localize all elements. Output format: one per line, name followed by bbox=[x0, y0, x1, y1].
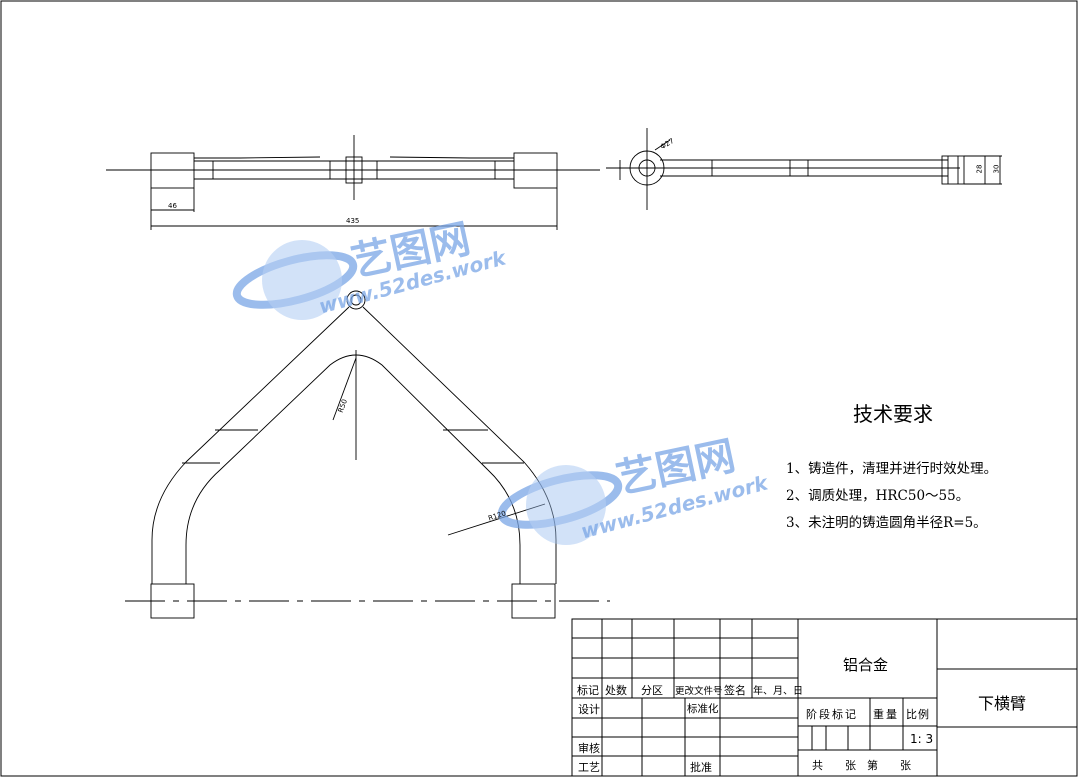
part-name: 下横臂 bbox=[978, 694, 1027, 713]
role-design: 设计 bbox=[578, 703, 600, 716]
dim-end-height-a: 28 bbox=[975, 164, 984, 174]
top-view bbox=[106, 135, 600, 230]
title-block-lines bbox=[571, 618, 1078, 777]
side-view bbox=[606, 128, 1002, 210]
role-standardization: 标准化 bbox=[687, 703, 719, 715]
stage-label: 阶段标记 bbox=[806, 708, 858, 721]
role-review: 审核 bbox=[578, 742, 600, 755]
sheets-label: 共 张 第 张 bbox=[812, 759, 911, 772]
tech-req-title: 技术要求 bbox=[853, 402, 933, 426]
front-view bbox=[125, 290, 610, 619]
dim-end-height-b: 30 bbox=[992, 164, 1001, 174]
tech-req-item-1: 1、铸造件，清理并进行时效处理。 bbox=[786, 461, 998, 477]
watermark-logo-lower bbox=[497, 465, 623, 545]
dim-end-width: 46 bbox=[168, 202, 177, 210]
weight-label: 重量 bbox=[873, 708, 899, 721]
tech-req-item-2: 2、调质处理，HRC50～55。 bbox=[786, 488, 970, 504]
scale-value: 1: 3 bbox=[910, 732, 934, 746]
tech-req-item-3: 3、未注明的铸造圆角半径R=5。 bbox=[786, 515, 987, 531]
scale-label: 比例 bbox=[906, 708, 930, 721]
role-process: 工艺 bbox=[578, 761, 600, 774]
dim-arm-length: 435 bbox=[346, 217, 360, 225]
rev-header-sign: 签名 bbox=[724, 684, 746, 697]
rev-header-zone: 分区 bbox=[641, 684, 663, 697]
watermark-logo-upper bbox=[232, 240, 358, 320]
rev-header-mark: 标记 bbox=[577, 684, 599, 697]
material: 铝合金 bbox=[843, 656, 889, 674]
rev-header-doc: 更改文件号 bbox=[675, 686, 723, 697]
rev-header-date: 年、月、日 bbox=[753, 686, 803, 697]
role-approve: 批准 bbox=[690, 761, 712, 774]
rev-header-count: 处数 bbox=[605, 684, 627, 697]
